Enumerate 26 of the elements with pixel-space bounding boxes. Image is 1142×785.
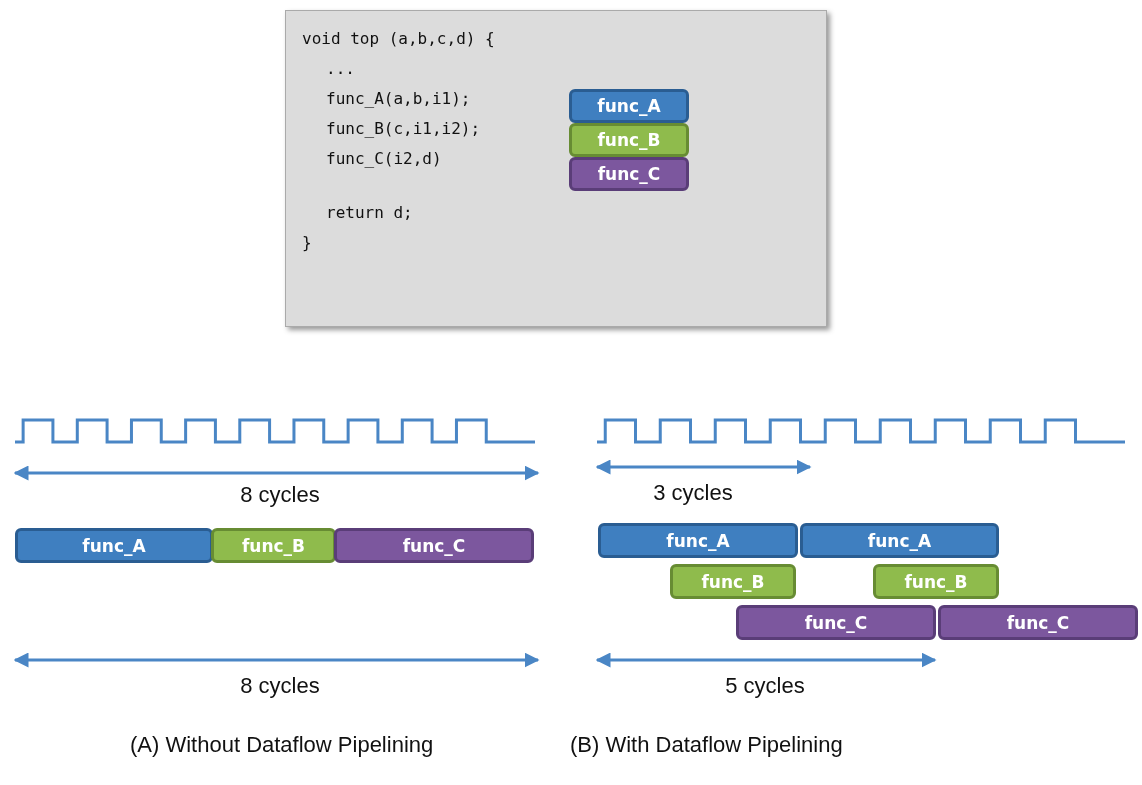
cycle-count: 5 cycles xyxy=(725,673,805,699)
function-bar: func_C xyxy=(938,605,1138,640)
caption: (A) Without Dataflow Pipelining xyxy=(130,732,434,758)
code-line: func_A(a,b,i1); xyxy=(326,89,471,108)
function-bar: func_B xyxy=(670,564,796,599)
cycle-count: 8 cycles xyxy=(240,673,320,699)
code-line: return d; xyxy=(326,203,413,222)
code-line: } xyxy=(302,233,312,252)
function-bar: func_A xyxy=(800,523,999,558)
caption: (B) With Dataflow Pipelining xyxy=(570,732,843,758)
function-bar: func_C xyxy=(334,528,534,563)
code-line: ... xyxy=(326,59,355,78)
cycle-count: 8 cycles xyxy=(240,482,320,508)
function-bar: func_B xyxy=(569,123,689,157)
function-bar: func_A xyxy=(569,89,689,123)
function-bar: func_A xyxy=(598,523,798,558)
function-bar: func_B xyxy=(873,564,999,599)
function-bar: func_A xyxy=(15,528,213,563)
code-panel xyxy=(285,10,827,327)
code-line: void top (a,b,c,d) { xyxy=(302,29,495,48)
function-bar: func_B xyxy=(211,528,336,563)
code-line: func_B(c,i1,i2); xyxy=(326,119,481,138)
code-line: func_C(i2,d) xyxy=(326,149,442,168)
function-bar: func_C xyxy=(569,157,689,191)
cycle-count: 3 cycles xyxy=(653,480,733,506)
function-bar: func_C xyxy=(736,605,936,640)
